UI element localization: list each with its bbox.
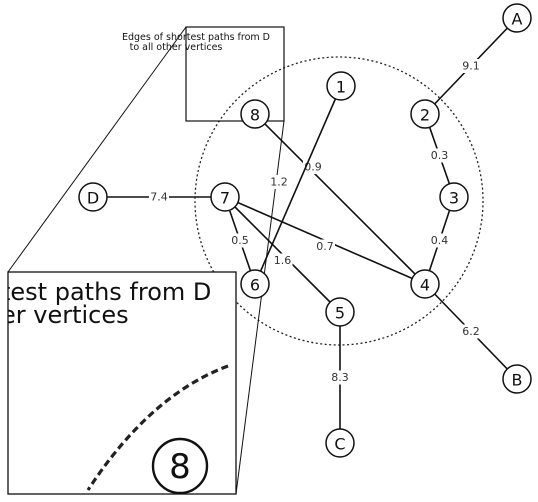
edge-weight-7-4: 0.7 (316, 240, 334, 253)
node-label-D: D (87, 189, 99, 208)
edge-weight-bg (315, 239, 335, 254)
edge-weight-7-6: 0.5 (231, 234, 249, 247)
zoom-node-8-label: 8 (169, 447, 191, 487)
edge-weight-1-6: 1.2 (270, 176, 288, 189)
edge-weight-bg (230, 233, 250, 248)
node-A (502, 3, 532, 33)
zoom-text-line-2: er vertices (1, 301, 129, 329)
edge-weight-3-4: 0.4 (431, 234, 449, 247)
caption-line-1: Edges of shortest paths from D (122, 32, 270, 43)
node-D (78, 182, 108, 212)
edge-weight-bg (149, 190, 169, 204)
caption-box (185, 26, 285, 122)
zoom-text-line-1: test paths from D (1, 278, 211, 306)
edge-weight-7-5: 1.6 (274, 254, 292, 267)
zoom-node-8 (151, 437, 209, 494)
node-label-7: 7 (220, 189, 230, 208)
node-5 (325, 297, 355, 327)
edge-weight-bg (461, 59, 481, 73)
boundary-circle (194, 56, 484, 346)
edge-weight-bg (272, 253, 293, 268)
edges-layer: 9.1 0.3 0.4 0.9 1.2 7.4 0.7 0.5 1.6 6.2 8.3 (93, 17, 518, 443)
edge-weight-bg (429, 148, 450, 163)
node-B (502, 364, 532, 394)
edge-8-4 (254, 113, 426, 285)
zoom-projection-left (7, 26, 187, 273)
edge-1-6 (254, 85, 342, 285)
node-label-5: 5 (335, 304, 345, 323)
edge-weight-A-2: 9.1 (462, 60, 480, 73)
edge-weight-4-B: 6.2 (462, 325, 480, 338)
node-label-A: A (512, 10, 523, 29)
node-label-3: 3 (449, 189, 459, 208)
node-label-4: 4 (420, 276, 430, 295)
edge-weight-bg (461, 324, 481, 339)
edge-weight-D-7: 7.4 (150, 191, 168, 204)
node-label-C: C (334, 435, 345, 454)
caption-line-2: to all other vertices (130, 42, 223, 53)
node-label-1: 1 (336, 78, 346, 97)
node-label-2: 2 (420, 106, 430, 125)
node-4 (410, 269, 440, 299)
edge-weight-8-4: 0.9 (304, 161, 322, 174)
edge-weight-bg (429, 233, 450, 248)
node-7 (210, 182, 240, 212)
edge-weight-bg (269, 175, 289, 189)
zoom-inset: test paths from D er vertices 8 (1, 271, 237, 495)
node-3 (439, 182, 469, 212)
node-label-8: 8 (250, 106, 260, 125)
node-C (325, 428, 355, 458)
node-8 (240, 99, 270, 129)
edge-weight-bg (330, 370, 350, 385)
nodes-layer: 1 2 3 4 5 6 7 8 A B C D (78, 3, 532, 458)
node-1 (326, 71, 356, 101)
node-6 (240, 269, 270, 299)
edge-weight-2-3: 0.3 (431, 149, 449, 162)
node-2 (410, 99, 440, 129)
node-label-6: 6 (250, 276, 260, 295)
edge-weight-5-C: 8.3 (331, 371, 349, 384)
node-label-B: B (512, 371, 523, 390)
